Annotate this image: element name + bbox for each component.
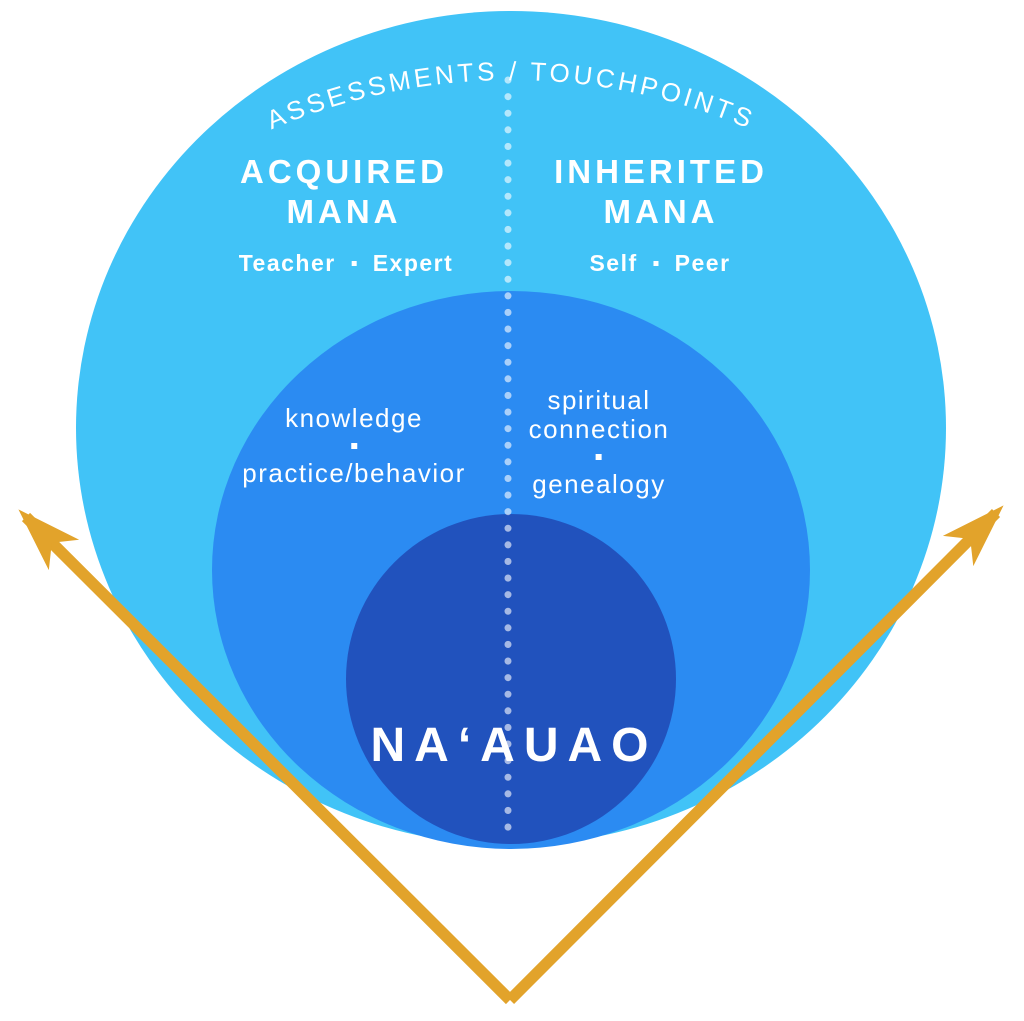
inherited-items-block: spiritual connection genealogy — [528, 385, 670, 500]
inherited-item-genealogy: genealogy — [532, 469, 666, 500]
acquired-item-practice-behavior: practice/behavior — [242, 458, 466, 489]
acquired-assessors-row: Teacher Expert — [239, 250, 454, 277]
inherited-item-spiritual-connection: spiritual connection — [528, 385, 670, 445]
square-separator-icon — [351, 261, 357, 266]
inherited-mana-heading: INHERITED MANA — [554, 153, 768, 231]
inherited-assessor-peer: Peer — [674, 250, 731, 276]
acquired-assessor-expert: Expert — [372, 250, 454, 276]
inherited-assessors-row: Self Peer — [589, 250, 730, 277]
square-separator-icon — [351, 443, 357, 450]
acquired-mana-heading: ACQUIRED MANA — [239, 153, 449, 231]
v-arrow — [18, 505, 1004, 1005]
v-arrow-right-line — [505, 505, 1004, 1005]
square-separator-icon — [653, 261, 659, 266]
v-arrow-left-line — [18, 509, 515, 1005]
acquired-assessor-teacher: Teacher — [238, 250, 336, 276]
acquired-items-block: knowledge practice/behavior — [242, 403, 466, 489]
inherited-assessor-self: Self — [589, 250, 638, 276]
square-separator-icon — [595, 454, 602, 461]
core-label-naauao: NAʻAUAO — [370, 719, 658, 772]
acquired-item-knowledge: knowledge — [285, 403, 423, 433]
